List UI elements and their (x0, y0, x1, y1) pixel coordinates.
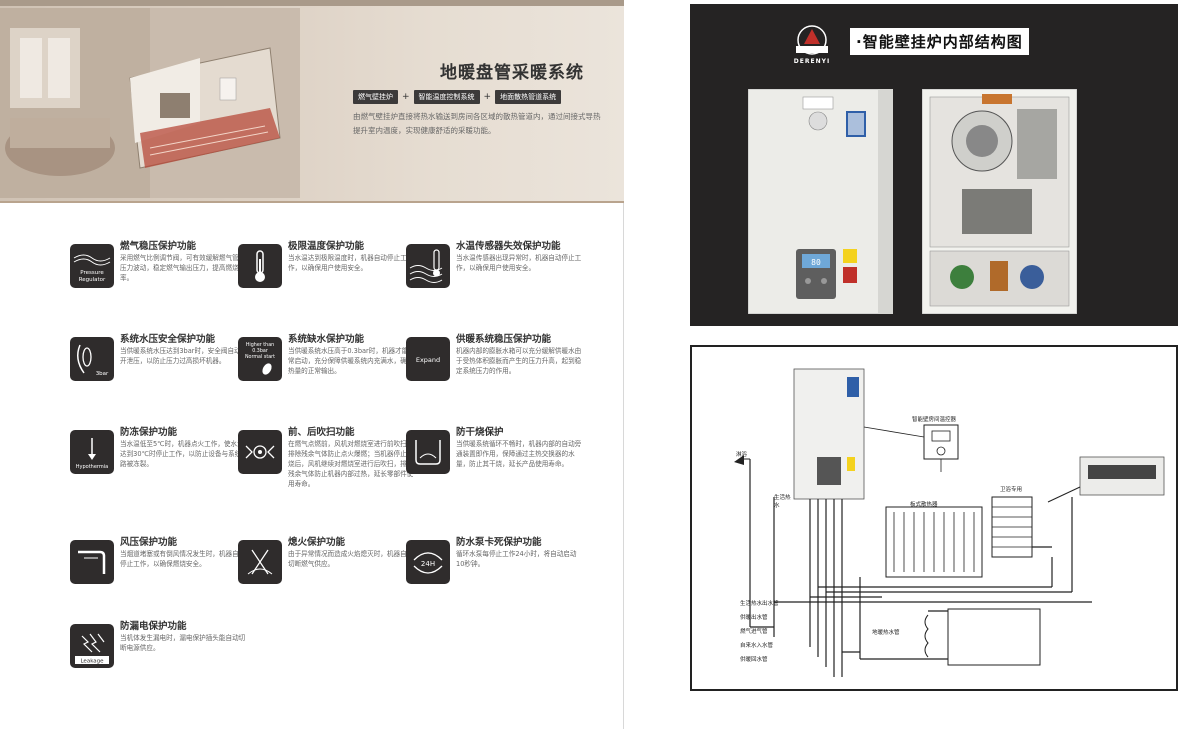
label-pipe-heating-out: 供暖出水管 (740, 615, 768, 621)
label-radiator: 板式散热器 (910, 502, 938, 508)
water-sensor-icon (406, 244, 450, 288)
room-illustration (0, 8, 300, 198)
feature-title: 防冻保护功能 (120, 427, 178, 438)
leakage-icon: Leakage (70, 624, 114, 668)
icon-text: Normal start (245, 354, 275, 360)
wind-pressure-icon (70, 540, 114, 584)
feature-item: 风压保护功能 当烟道堵塞或有倒风情况发生时，机器自动停止工作，以确保燃烧安全。 (70, 534, 245, 604)
left-page: 地暖盘管采暖系统 燃气壁挂炉 + 智能温度控制系统 + 地面散热管道系统 由燃气… (0, 0, 624, 729)
pump-24h-icon: 24H (406, 540, 450, 584)
feature-title: 极限温度保护功能 (288, 241, 365, 252)
feature-desc: 在燃气点燃前，风机对燃烧室进行前吹扫，排除残余气体防止点火爆燃；当机器停止燃烧后… (288, 440, 414, 488)
brand-logo: DERENYI (784, 22, 840, 68)
feature-title: 燃气稳压保护功能 (120, 241, 197, 252)
label-hot-water-out: 生活热水 (774, 495, 791, 509)
banner: 地暖盘管采暖系统 燃气壁挂炉 + 智能温度控制系统 + 地面散热管道系统 由燃气… (0, 0, 624, 203)
structure-title: ·智能壁挂炉内部结构图 (850, 28, 1029, 55)
dry-burn-icon (406, 430, 450, 474)
feature-item: 熄火保护功能 由于异常情况而造成火焰熄灭时，机器自动切断燃气供应。 (238, 534, 413, 604)
label-floor-heating: 地暖热水管 (872, 630, 900, 636)
feature-item: Higher than 0.3bar Normal start 系统缺水保护功能… (238, 331, 415, 401)
installation-diagram: 淋浴 生活热水 智能壁房间温控器 卫浴专用 板式散热器 地暖热水管 生活热水出水… (690, 345, 1178, 691)
label-pipe-cold-in: 自来水入水管 (740, 643, 774, 649)
icon-text: 3bar (96, 371, 109, 377)
label-pipe-heating-return: 供暖回水管 (740, 657, 768, 663)
icon-text: 0.3bar (252, 348, 268, 354)
icon-text: Pressure (80, 270, 104, 276)
feature-desc: 当供暖系统水压高于0.3bar时，机器才能正常启动，充分保障供暖系统内充满水，确… (288, 347, 415, 375)
icon-text: Expand (416, 356, 440, 364)
label-bathroom: 卫浴专用 (1000, 487, 1023, 493)
feature-desc: 当水温传感器出现异常时，机器自动停止工作，以确保用户使用安全。 (456, 254, 582, 272)
feature-desc: 当供暖系统循环不畅时，机器内部的自动旁通装置即作用，保障通过主热交换器的水量，防… (456, 440, 582, 468)
feature-title: 防干烧保护 (456, 427, 504, 438)
feature-item: 3bar 系统水压安全保护功能 当供暖系统水压达到3bar时，安全阀自动打开泄压… (70, 331, 247, 401)
boiler-interior-image (922, 89, 1077, 314)
feature-desc: 当水温达到极限温度时，机器自动停止工作，以确保用户使用安全。 (288, 254, 407, 272)
feature-title: 系统缺水保护功能 (288, 334, 365, 345)
feature-desc: 当水温低至5℃时，机器点火工作，使水温达到30℃时停止工作，以防止设备与系统管路… (120, 440, 248, 468)
feature-item: 24H 防水泵卡死保护功能 循环水泵每停止工作24小时，将自动启动10秒钟。 (406, 534, 576, 604)
expand-icon: Expand (406, 337, 450, 381)
fan-icon (238, 430, 282, 474)
feature-desc: 由于异常情况而造成火焰熄灭时，机器自动切断燃气供应。 (288, 550, 414, 568)
feature-item: 防干烧保护 当供暖系统循环不畅时，机器内部的自动旁通装置即作用，保障通过主热交换… (406, 424, 581, 494)
feature-desc: 当烟道堵塞或有倒风情况发生时，机器自动停止工作，以确保燃烧安全。 (120, 550, 246, 568)
feature-title: 前、后吹扫功能 (288, 427, 355, 438)
thermometer-icon (238, 244, 282, 288)
tag-separator: + (402, 92, 410, 102)
icon-text: Higher than (246, 342, 274, 348)
display-readout: 80 (811, 258, 821, 267)
feature-item: Expand 供暖系统稳压保护功能 机器内部的膨胀水箱可以充分缓解供暖水由于受热… (406, 331, 581, 401)
tag-temperature-control: 智能温度控制系统 (413, 90, 480, 104)
feature-item: 极限温度保护功能 当水温达到极限温度时，机器自动停止工作，以确保用户使用安全。 (238, 238, 408, 308)
brand-name: DERENYI (793, 58, 831, 65)
feature-item: 水温传感器失效保护功能 当水温传感器出现异常时，机器自动停止工作，以确保用户使用… (406, 238, 581, 308)
brand-emblem-icon (796, 25, 828, 55)
feature-title: 系统水压安全保护功能 (120, 334, 216, 345)
low-water-icon: Higher than 0.3bar Normal start (238, 337, 282, 381)
feature-title: 供暖系统稳压保护功能 (456, 334, 552, 345)
banner-description: 由燃气壁挂炉直接将热水输送到房间各区域的散热管道内，通过间接式导热提升室内温度，… (353, 112, 601, 135)
feature-desc: 循环水泵每停止工作24小时，将自动启动10秒钟。 (456, 550, 577, 568)
label-thermostat: 智能壁房间温控器 (912, 417, 957, 423)
feature-title: 水温传感器失效保护功能 (456, 241, 561, 252)
feature-desc: 机器内部的膨胀水箱可以充分缓解供暖水由于受热体积膨胀而产生的压力升高，起到稳定系… (456, 347, 582, 375)
feature-item: Pressure Regulator 燃气稳压保护功能 采用燃气比例调节阀，可有… (70, 238, 245, 308)
pressure-regulator-icon: Pressure Regulator (70, 244, 114, 288)
icon-text: Hypothermia (76, 464, 108, 470)
feature-item: Leakage 防漏电保护功能 当机体发生漏电时，漏电保护插头能自动切断电源供应… (70, 618, 245, 688)
pressure-gauge-icon: 3bar (70, 337, 114, 381)
tag-floor-pipe: 地面散热管道系统 (495, 90, 562, 104)
feature-desc: 当机体发生漏电时，漏电保护插头能自动切断电源供应。 (120, 634, 246, 652)
tag-separator: + (483, 92, 492, 102)
feature-title: 风压保护功能 (120, 537, 178, 548)
boiler-front-image: 80 (748, 89, 893, 314)
icon-text: 24H (421, 560, 435, 568)
icon-text: Regulator (79, 277, 106, 283)
banner-top-line (0, 0, 624, 6)
label-shower: 淋浴 (736, 452, 748, 458)
feature-item: Hypothermia 防冻保护功能 当水温低至5℃时，机器点火工作，使水温达到… (70, 424, 248, 494)
structure-panel: DERENYI ·智能壁挂炉内部结构图 80 (690, 4, 1178, 326)
label-pipe-hot-water: 生活热水出水管 (740, 601, 779, 607)
label-pipe-gas: 燃气进气管 (740, 629, 768, 635)
tag-gas-boiler: 燃气壁挂炉 (353, 90, 398, 104)
flameout-icon (238, 540, 282, 584)
hypothermia-icon: Hypothermia (70, 430, 114, 474)
icon-text: Leakage (80, 659, 104, 665)
feature-title: 防漏电保护功能 (120, 621, 187, 632)
feature-item: 前、后吹扫功能 在燃气点燃前，风机对燃烧室进行前吹扫，排除残余气体防止点火爆燃；… (238, 424, 413, 494)
banner-title: 地暖盘管采暖系统 (440, 63, 584, 83)
piping-diagram (734, 368, 1165, 677)
feature-desc: 当供暖系统水压达到3bar时，安全阀自动打开泄压，以防止压力过高损坏机器。 (120, 347, 248, 365)
feature-desc: 采用燃气比例调节阀，可有效缓解燃气管道压力波动，稳定燃气输出压力，提高燃烧效率。 (120, 254, 246, 282)
feature-title: 防水泵卡死保护功能 (456, 537, 542, 548)
banner-tags: 燃气壁挂炉 + 智能温度控制系统 + 地面散热管道系统 (353, 90, 562, 104)
feature-title: 熄火保护功能 (288, 537, 346, 548)
